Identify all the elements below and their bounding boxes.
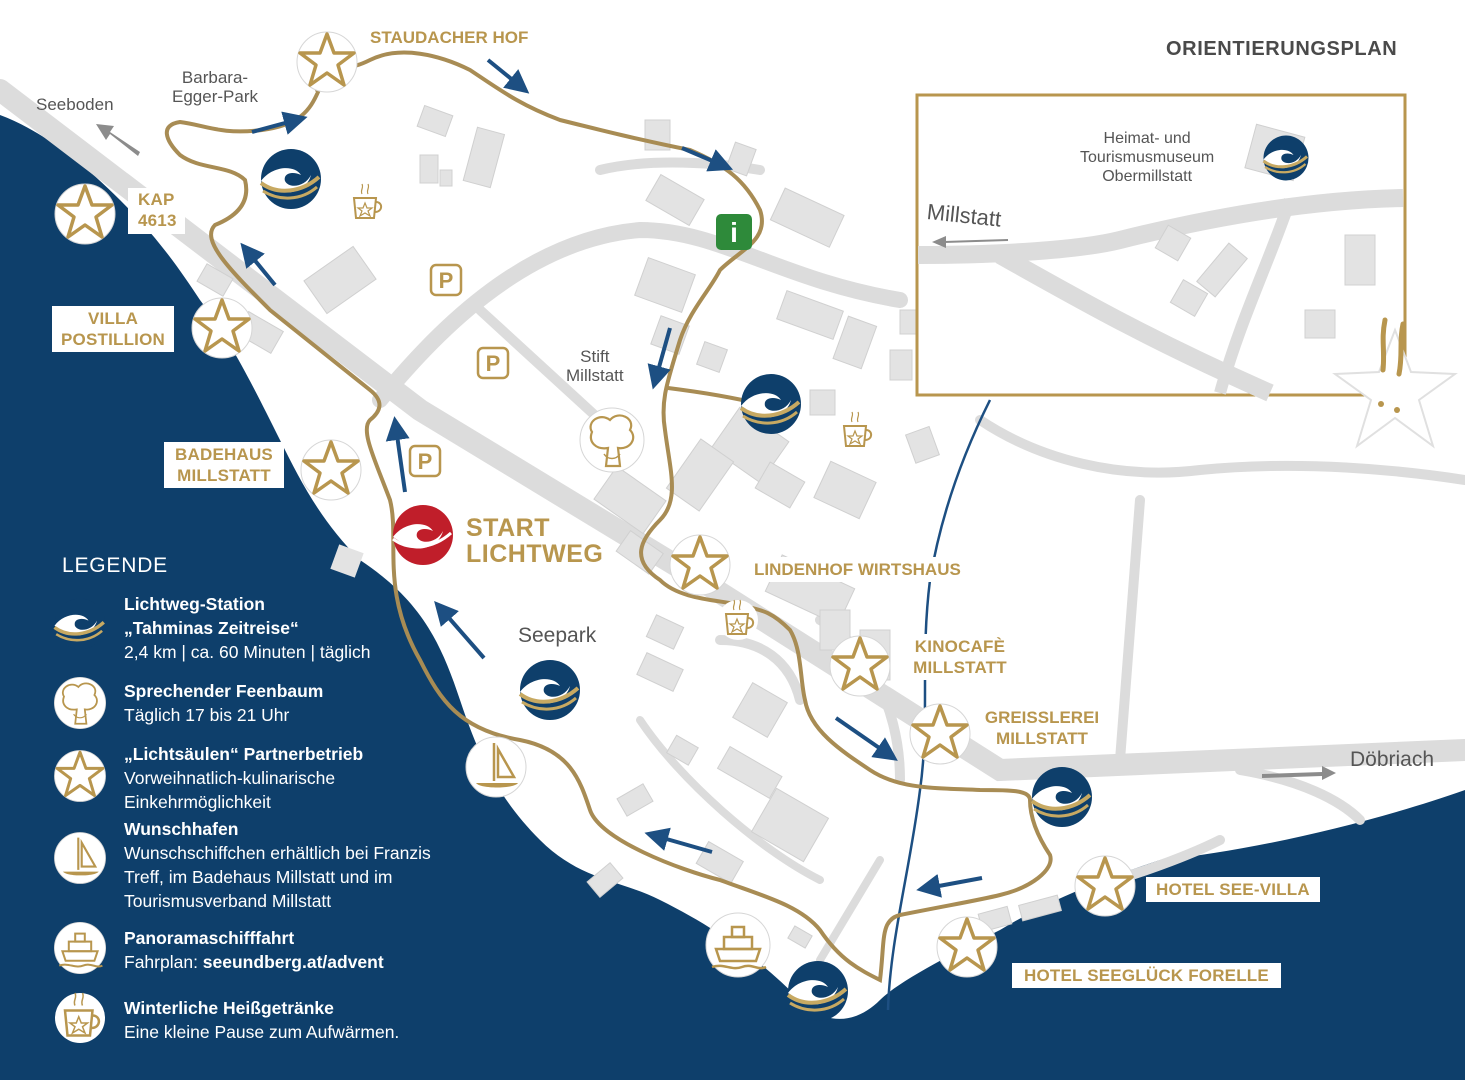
legend-title: LEGENDE <box>62 554 168 577</box>
label-hotel-seeglueck-forelle[interactable]: HOTEL SEEGLÜCK FORELLE <box>1012 963 1281 988</box>
legend-schifffahrt-title: Panoramaschifffahrt <box>124 928 295 948</box>
legend-item-wunschhafen: Wunschhafen Wunschschiffchen erhältlich … <box>124 817 484 913</box>
hot-drink-icon[interactable] <box>835 411 877 453</box>
start-station-icon[interactable] <box>392 505 453 565</box>
start-line2: LICHTWEG <box>466 540 604 568</box>
legend-item-station: Lichtweg-Station „Tahminas Zeitreise“ 2,… <box>124 592 484 664</box>
label-barbara-egger-park: Barbara- Egger-Park <box>172 68 258 106</box>
svg-text:P: P <box>418 449 433 474</box>
parking-icon: P <box>408 444 442 478</box>
star-icon[interactable] <box>295 30 359 94</box>
legend-station-title: Lichtweg-Station „Tahminas Zeitreise“ <box>124 594 299 638</box>
label-badehaus-millstatt[interactable]: BADEHAUS MILLSTATT <box>164 442 284 488</box>
star-icon[interactable] <box>299 438 363 502</box>
feenbaum-icon[interactable] <box>578 406 646 474</box>
label-museum: Heimat- und Tourismusmuseum Obermillstat… <box>1080 130 1215 185</box>
lichtweg-route <box>164 45 1053 984</box>
start-label[interactable]: START LICHTWEG <box>466 515 603 567</box>
legend-schifffahrt-prefix: Fahrplan: <box>124 952 203 972</box>
start-line1: START <box>466 514 550 542</box>
label-seeboden: Seeboden <box>36 95 114 114</box>
legend-wunschhafen-title: Wunschhafen <box>124 819 239 839</box>
star-icon[interactable] <box>935 915 999 979</box>
legend-sailboat-icon <box>53 831 107 885</box>
label-lindenhof-wirtshaus[interactable]: LINDENHOF WIRTSHAUS <box>750 557 965 582</box>
legend-feenbaum-desc: Täglich 17 bis 21 Uhr <box>124 705 290 725</box>
lichtweg-station-icon[interactable] <box>259 147 323 211</box>
star-icon[interactable] <box>53 182 117 246</box>
legend-wunschhafen-desc: Wunschschiffchen erhältlich bei Franzis … <box>124 843 431 911</box>
legend-item-heissgetraenke: Winterliche Heißgetränke Eine kleine Pau… <box>124 996 484 1044</box>
label-stift-millstatt: Stift Millstatt <box>566 347 624 385</box>
legend-partner-title: „Lichtsäulen“ Partnerbetrieb <box>124 744 364 764</box>
label-staudacher-hof[interactable]: STAUDACHER HOF <box>370 28 529 47</box>
legend-schifffahrt-link[interactable]: seeundberg.at/advent <box>202 952 384 972</box>
legend-wave-icon <box>52 596 108 652</box>
star-icon[interactable] <box>908 702 972 766</box>
legend-item-schifffahrt: Panoramaschifffahrt Fahrplan: seeundberg… <box>124 926 484 974</box>
legend-heissgetraenke-desc: Eine kleine Pause zum Aufwärmen. <box>124 1022 400 1042</box>
plan-title: ORIENTIERUNGSPLAN <box>1166 38 1398 60</box>
legend-partner-desc: Vorweihnatlich-kulinarische Einkehrmögli… <box>124 768 336 812</box>
info-icon[interactable]: i <box>716 214 752 250</box>
label-millstatt-inset: Millstatt <box>925 199 1003 232</box>
creek <box>886 399 992 1011</box>
legend-feenbaum-title: Sprechender Feenbaum <box>124 681 324 701</box>
svg-text:P: P <box>439 268 454 293</box>
lichtweg-station-icon[interactable] <box>1030 765 1094 829</box>
star-icon[interactable] <box>828 634 892 698</box>
label-kap-4613[interactable]: KAP 4613 <box>128 188 185 234</box>
lichtweg-station-icon[interactable] <box>739 372 803 436</box>
parking-icon: P <box>429 263 463 297</box>
star-icon[interactable] <box>1073 854 1137 918</box>
label-greisslerei-millstatt[interactable]: GREISSLEREI MILLSTATT <box>984 708 1100 748</box>
parking-icon: P <box>476 346 510 380</box>
hot-drink-icon[interactable] <box>345 183 387 225</box>
label-seepark: Seepark <box>518 624 597 647</box>
lichtweg-station-icon[interactable] <box>786 959 850 1023</box>
label-hotel-see-villa[interactable]: HOTEL SEE-VILLA <box>1146 877 1320 902</box>
svg-text:P: P <box>486 351 501 376</box>
inset-map <box>915 93 1407 402</box>
label-kinocafe-millstatt[interactable]: KINOCAFÈ MILLSTATT <box>903 634 1017 680</box>
legend-item-feenbaum: Sprechender Feenbaum Täglich 17 bis 21 U… <box>124 679 484 727</box>
legend-heissgetraenke-title: Winterliche Heißgetränke <box>124 998 334 1018</box>
lichtweg-station-icon[interactable] <box>518 658 582 722</box>
label-doebriach: Döbriach <box>1350 748 1435 771</box>
svg-text:i: i <box>730 217 738 248</box>
exit-arrows <box>96 124 1336 780</box>
star-icon[interactable] <box>668 533 732 597</box>
hot-drink-icon[interactable] <box>717 599 759 641</box>
buildings <box>196 104 1063 949</box>
legend-item-partner: „Lichtsäulen“ Partnerbetrieb Vorweihnatl… <box>124 742 484 814</box>
legend-cup-icon <box>53 991 107 1045</box>
ship-icon[interactable] <box>704 911 772 979</box>
direction-arrows <box>240 58 983 898</box>
star-icon[interactable] <box>190 296 254 360</box>
legend-ship-icon <box>53 921 107 975</box>
legend-station-desc: 2,4 km | ca. 60 Minuten | täglich <box>124 642 371 662</box>
lichtweg-station-icon[interactable] <box>1262 134 1310 182</box>
label-villa-postillion[interactable]: VILLA POSTILLION <box>52 306 174 352</box>
mascot-star <box>1332 317 1458 449</box>
legend-tree-icon <box>53 676 107 730</box>
legend-star-icon <box>53 749 107 803</box>
